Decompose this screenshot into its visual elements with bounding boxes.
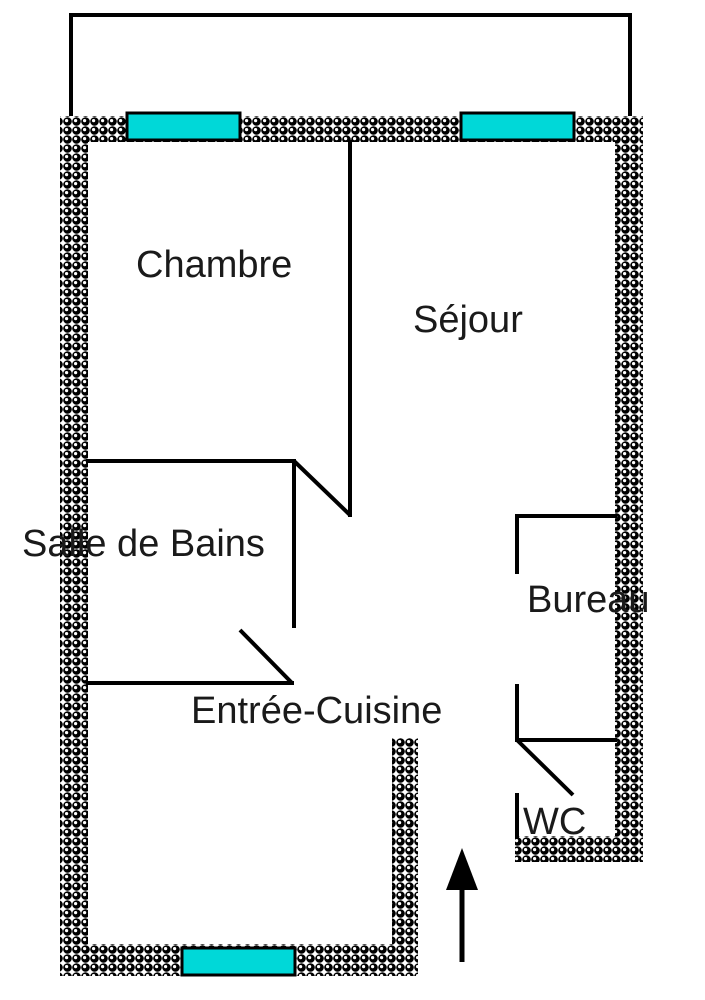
balcony-outline: [69, 13, 632, 126]
label-bureau: Bureau: [527, 579, 650, 621]
door-bains: [238, 628, 294, 685]
door-wc: [515, 738, 575, 797]
left-wall: [60, 116, 88, 976]
window-cuisine: [180, 946, 297, 977]
label-chambre: Chambre: [136, 244, 292, 286]
room-labels: Chambre Séjour Salle de Bains Bureau Ent…: [22, 244, 650, 843]
label-salle-de-bains: Salle de Bains: [22, 523, 265, 565]
window-chambre: [125, 111, 242, 142]
label-sejour: Séjour: [413, 299, 523, 341]
door-chambre: [292, 459, 352, 517]
arrow-up-icon: [446, 848, 478, 962]
doors: [238, 459, 575, 797]
label-wc: WC: [523, 801, 586, 843]
wc-bottom-wall: [515, 836, 643, 862]
window-sejour: [459, 111, 576, 142]
label-entree-cuisine: Entrée-Cuisine: [191, 690, 442, 732]
right-wall: [615, 116, 643, 849]
entry-wall-stub: [392, 738, 418, 976]
interior-walls: [86, 140, 617, 838]
windows: [125, 111, 576, 977]
